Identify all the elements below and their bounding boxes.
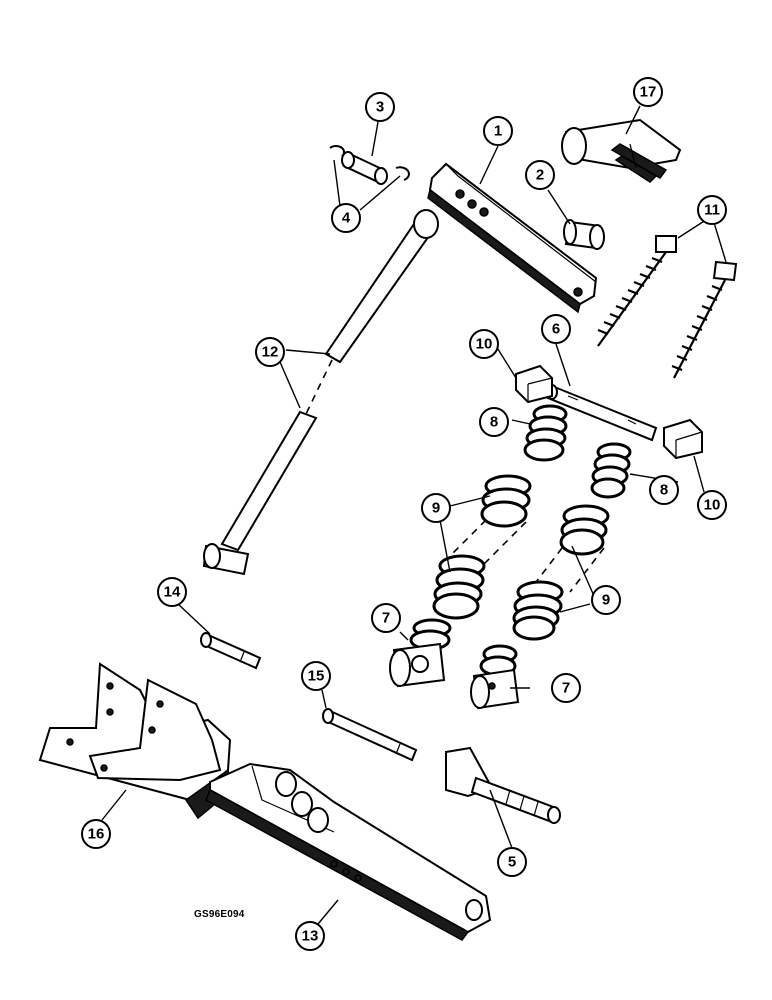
svg-text:7: 7	[382, 610, 390, 627]
part-17-clamp	[561, 118, 682, 183]
svg-text:15: 15	[308, 668, 325, 685]
callout-16: 16	[81, 819, 111, 849]
callout-15: 15	[301, 661, 331, 691]
svg-text:12: 12	[262, 344, 279, 361]
part-12-link	[202, 209, 439, 576]
part-5-stud	[445, 746, 561, 824]
part-15-pin	[322, 708, 418, 762]
part-4-clips	[329, 144, 410, 181]
svg-text:5: 5	[508, 854, 516, 871]
part-8-springs	[523, 404, 632, 499]
part-1-arm	[427, 162, 598, 314]
svg-text:9: 9	[602, 592, 610, 609]
callout-10-a: 10	[469, 329, 499, 359]
callout-2: 2	[525, 160, 555, 190]
part-3-pin	[341, 151, 388, 185]
leader-lines	[101, 105, 727, 925]
svg-text:17: 17	[640, 84, 657, 101]
svg-text:6: 6	[552, 321, 560, 338]
callout-12: 12	[255, 337, 285, 367]
callout-11: 11	[697, 195, 727, 225]
svg-text:8: 8	[490, 414, 498, 431]
callout-6: 6	[541, 314, 571, 344]
part-10-blocks	[515, 364, 703, 460]
callout-7-a: 7	[371, 603, 401, 633]
part-9-springs	[432, 474, 610, 641]
svg-text:11: 11	[704, 202, 720, 219]
callout-17: 17	[633, 77, 663, 107]
callout-8-b: 8	[649, 475, 679, 505]
figure-code: GS96E094	[194, 909, 245, 920]
callout-9-a: 9	[421, 493, 451, 523]
callout-5: 5	[497, 847, 527, 877]
callout-9-b: 9	[591, 585, 621, 615]
svg-text:7: 7	[562, 680, 570, 697]
svg-text:2: 2	[536, 167, 544, 184]
callout-13: 13	[295, 921, 325, 951]
part-16-bracket	[38, 662, 233, 820]
callout-4: 4	[331, 203, 361, 233]
svg-text:14: 14	[164, 584, 181, 601]
callout-1: 1	[483, 116, 513, 146]
callout-7-b: 7	[551, 673, 581, 703]
part-2-bushing	[563, 219, 605, 250]
svg-text:10: 10	[704, 497, 721, 514]
part-7-seats	[389, 618, 520, 710]
part-11-bolts	[597, 235, 738, 379]
svg-text:4: 4	[342, 210, 351, 227]
svg-text:10: 10	[476, 336, 493, 353]
svg-text:16: 16	[88, 826, 105, 843]
svg-text:1: 1	[494, 123, 502, 140]
part-14-pin	[200, 632, 262, 670]
callout-8-a: 8	[479, 407, 509, 437]
callout-14: 14	[157, 577, 187, 607]
part-13-lower-arm	[205, 762, 492, 941]
callout-10-b: 10	[697, 490, 727, 520]
svg-text:9: 9	[432, 500, 440, 517]
svg-text:3: 3	[376, 99, 384, 116]
callout-3: 3	[365, 92, 395, 122]
svg-text:8: 8	[660, 482, 668, 499]
svg-text:13: 13	[302, 928, 319, 945]
